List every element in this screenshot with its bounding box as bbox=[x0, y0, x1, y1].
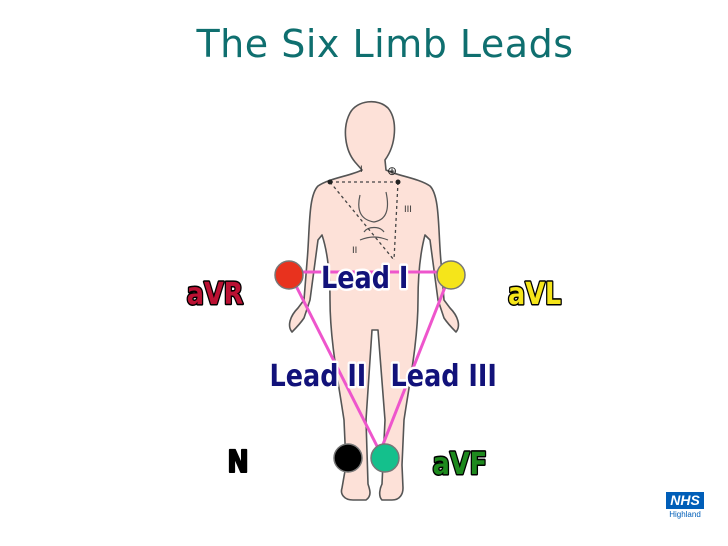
internal-lead-triangle bbox=[329, 181, 399, 261]
neutral-label: N bbox=[227, 444, 248, 480]
nhs-highland-logo: NHS Highland bbox=[664, 492, 706, 526]
lead-iii-label: Lead III bbox=[391, 358, 497, 394]
avf-electrode-dot bbox=[370, 443, 400, 473]
internal-lead-iii-label: III bbox=[404, 205, 412, 215]
internal-positive-symbol: ⊕ bbox=[387, 164, 397, 178]
avr-electrode-dot bbox=[274, 260, 304, 290]
slide-title: The Six Limb Leads bbox=[196, 22, 574, 66]
avl-electrode-dot bbox=[436, 260, 466, 290]
internal-node-right bbox=[395, 179, 401, 185]
avf-label: aVF bbox=[433, 446, 487, 482]
heart-sketch bbox=[358, 191, 389, 241]
einthoven-triangle bbox=[287, 270, 453, 453]
avl-label: aVL bbox=[508, 276, 561, 312]
lead-ii-label: Lead II bbox=[269, 358, 366, 394]
lead-i-label: Lead I bbox=[321, 260, 408, 296]
lead-ii-line bbox=[287, 271, 382, 453]
internal-lead-i-label: I bbox=[360, 165, 363, 175]
avr-label: aVR bbox=[187, 276, 244, 312]
neutral-electrode-dot bbox=[333, 443, 363, 473]
internal-node-left bbox=[327, 179, 333, 185]
lead-iii-line bbox=[378, 271, 453, 453]
nhs-logo-mark: NHS bbox=[666, 492, 704, 509]
internal-lead-ii-label: II bbox=[352, 246, 357, 256]
human-body-figure bbox=[288, 100, 460, 501]
nhs-logo-subtitle: Highland bbox=[669, 510, 701, 519]
